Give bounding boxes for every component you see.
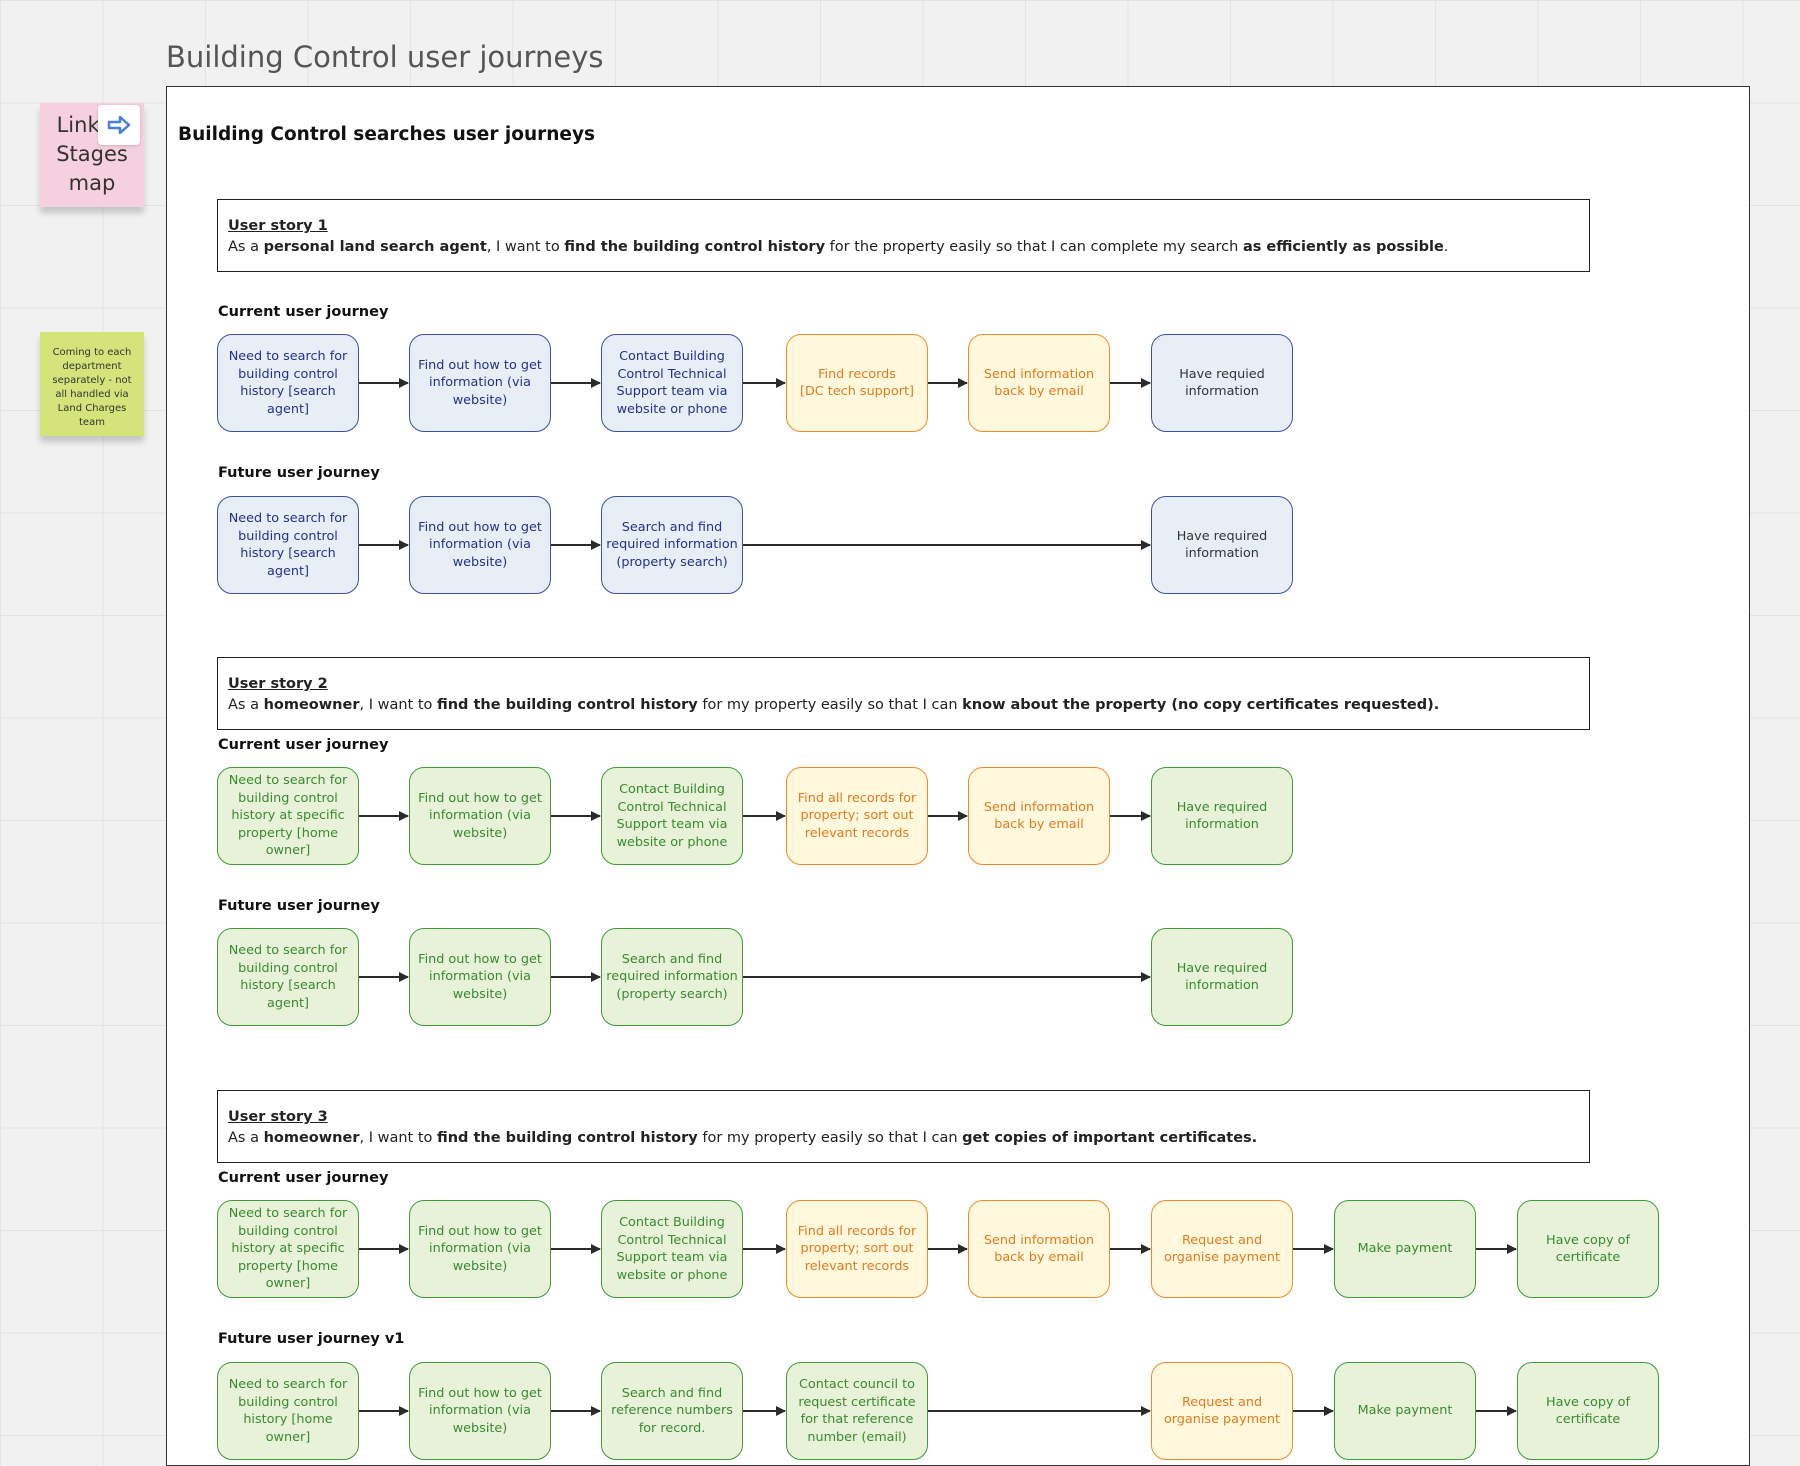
journey-step-text: Send information back by email [973,366,1105,401]
journey-step-text: Need to search for building control hist… [222,1205,354,1293]
journey-step-node[interactable]: Search and find required information (pr… [601,496,743,594]
journey-step-node[interactable]: Have required information [1151,496,1293,594]
user-story-heading: User story 1 [228,216,1579,237]
journey-step-node[interactable]: Find out how to get information (via web… [409,1362,551,1460]
journey-step-text: Find out how to get information (via web… [414,790,546,843]
journey-label: Future user journey v1 [218,1331,404,1347]
journeys-frame [166,86,1750,1466]
department-sticky-note[interactable]: Coming to each department separately - n… [40,332,144,436]
journey-step-node[interactable]: Find out how to get information (via web… [409,928,551,1026]
journey-step-node[interactable]: Have copy of certificate [1517,1362,1659,1460]
journey-step-node[interactable]: Contact Building Control Technical Suppo… [601,767,743,865]
journey-step-node[interactable]: Find out how to get information (via web… [409,496,551,594]
journey-step-text: Have required information [1156,528,1288,563]
journey-step-node[interactable]: Search and find reference numbers for re… [601,1362,743,1460]
user-story-text: As a personal land search agent, I want … [228,239,1448,255]
journey-step-node[interactable]: Contact council to request certificate f… [786,1362,928,1460]
journey-step-text: Find out how to get information (via web… [414,519,546,572]
journey-step-text: Have requied information [1156,366,1288,401]
journey-step-node[interactable]: Need to search for building control hist… [217,1200,359,1298]
journey-step-node[interactable]: Have requied information [1151,334,1293,432]
user-story-heading: User story 2 [228,674,1579,695]
user-story-heading: User story 3 [228,1107,1579,1128]
journey-step-text: Find out how to get information (via web… [414,951,546,1004]
journey-step-text: Request and organise payment [1156,1394,1288,1429]
journey-step-text: Need to search for building control hist… [222,1376,354,1446]
journey-step-node[interactable]: Send information back by email [968,1200,1110,1298]
journey-label: Current user journey [218,1170,388,1186]
journey-step-text: Contact Building Control Technical Suppo… [606,1214,738,1284]
journey-step-text: Search and find reference numbers for re… [606,1385,738,1438]
journey-step-node[interactable]: Need to search for building control hist… [217,496,359,594]
journey-step-text: Make payment [1358,1402,1453,1420]
journey-step-text: Make payment [1358,1240,1453,1258]
link-sticky-note[interactable]: Link to Stages map [40,103,144,207]
journey-step-node[interactable]: Have copy of certificate [1517,1200,1659,1298]
journey-step-text: Find records [DC tech support] [800,366,914,401]
journey-step-text: Have copy of certificate [1522,1232,1654,1267]
journey-step-node[interactable]: Request and organise payment [1151,1200,1293,1298]
journey-step-node[interactable]: Contact Building Control Technical Suppo… [601,1200,743,1298]
journey-step-node[interactable]: Have required information [1151,928,1293,1026]
journey-step-text: Find all records for property; sort out … [791,1223,923,1276]
journey-step-node[interactable]: Need to search for building control hist… [217,1362,359,1460]
journey-step-node[interactable]: Find out how to get information (via web… [409,1200,551,1298]
journey-step-text: Find out how to get information (via web… [414,1223,546,1276]
user-story-box: User story 3 As a homeowner, I want to fi… [217,1090,1590,1163]
journey-step-text: Search and find required information (pr… [606,519,738,572]
journey-step-text: Have required information [1156,960,1288,995]
journey-step-node[interactable]: Send information back by email [968,334,1110,432]
journey-step-text: Need to search for building control hist… [222,510,354,580]
link-arrow-icon[interactable] [98,105,140,145]
journey-step-text: Have required information [1156,799,1288,834]
journey-step-text: Search and find required information (pr… [606,951,738,1004]
journey-step-node[interactable]: Need to search for building control hist… [217,767,359,865]
user-story-box: User story 1 As a personal land search ag… [217,199,1590,272]
journey-step-text: Need to search for building control hist… [222,942,354,1012]
journey-step-text: Request and organise payment [1156,1232,1288,1267]
journey-step-node[interactable]: Find out how to get information (via web… [409,334,551,432]
journey-step-node[interactable]: Find records [DC tech support] [786,334,928,432]
journey-step-text: Find out how to get information (via web… [414,357,546,410]
journey-step-node[interactable]: Make payment [1334,1200,1476,1298]
frame-title: Building Control searches user journeys [178,124,595,145]
journey-step-node[interactable]: Have required information [1151,767,1293,865]
journey-step-text: Contact Building Control Technical Suppo… [606,781,738,851]
journey-step-text: Need to search for building control hist… [222,348,354,418]
journey-step-node[interactable]: Find all records for property; sort out … [786,767,928,865]
journey-label: Current user journey [218,737,388,753]
journey-step-text: Send information back by email [973,1232,1105,1267]
journey-step-text: Have copy of certificate [1522,1394,1654,1429]
journey-label: Future user journey [218,465,380,481]
journey-step-node[interactable]: Request and organise payment [1151,1362,1293,1460]
journey-step-text: Contact council to request certificate f… [791,1376,923,1446]
journey-step-node[interactable]: Need to search for building control hist… [217,928,359,1026]
journey-label: Future user journey [218,898,380,914]
journey-step-node[interactable]: Send information back by email [968,767,1110,865]
journey-step-node[interactable]: Find out how to get information (via web… [409,767,551,865]
user-story-box: User story 2 As a homeowner, I want to fi… [217,657,1590,730]
journey-step-text: Find out how to get information (via web… [414,1385,546,1438]
journey-step-node[interactable]: Search and find required information (pr… [601,928,743,1026]
journey-step-node[interactable]: Make payment [1334,1362,1476,1460]
journey-step-node[interactable]: Contact Building Control Technical Suppo… [601,334,743,432]
user-story-text: As a homeowner, I want to find the build… [228,697,1439,713]
journey-step-text: Send information back by email [973,799,1105,834]
journey-label: Current user journey [218,304,388,320]
journey-step-node[interactable]: Find all records for property; sort out … [786,1200,928,1298]
board-title: Building Control user journeys [166,40,603,74]
journey-step-text: Find all records for property; sort out … [791,790,923,843]
journey-step-node[interactable]: Need to search for building control hist… [217,334,359,432]
journey-step-text: Contact Building Control Technical Suppo… [606,348,738,418]
journey-step-text: Need to search for building control hist… [222,772,354,860]
user-story-text: As a homeowner, I want to find the build… [228,1130,1257,1146]
